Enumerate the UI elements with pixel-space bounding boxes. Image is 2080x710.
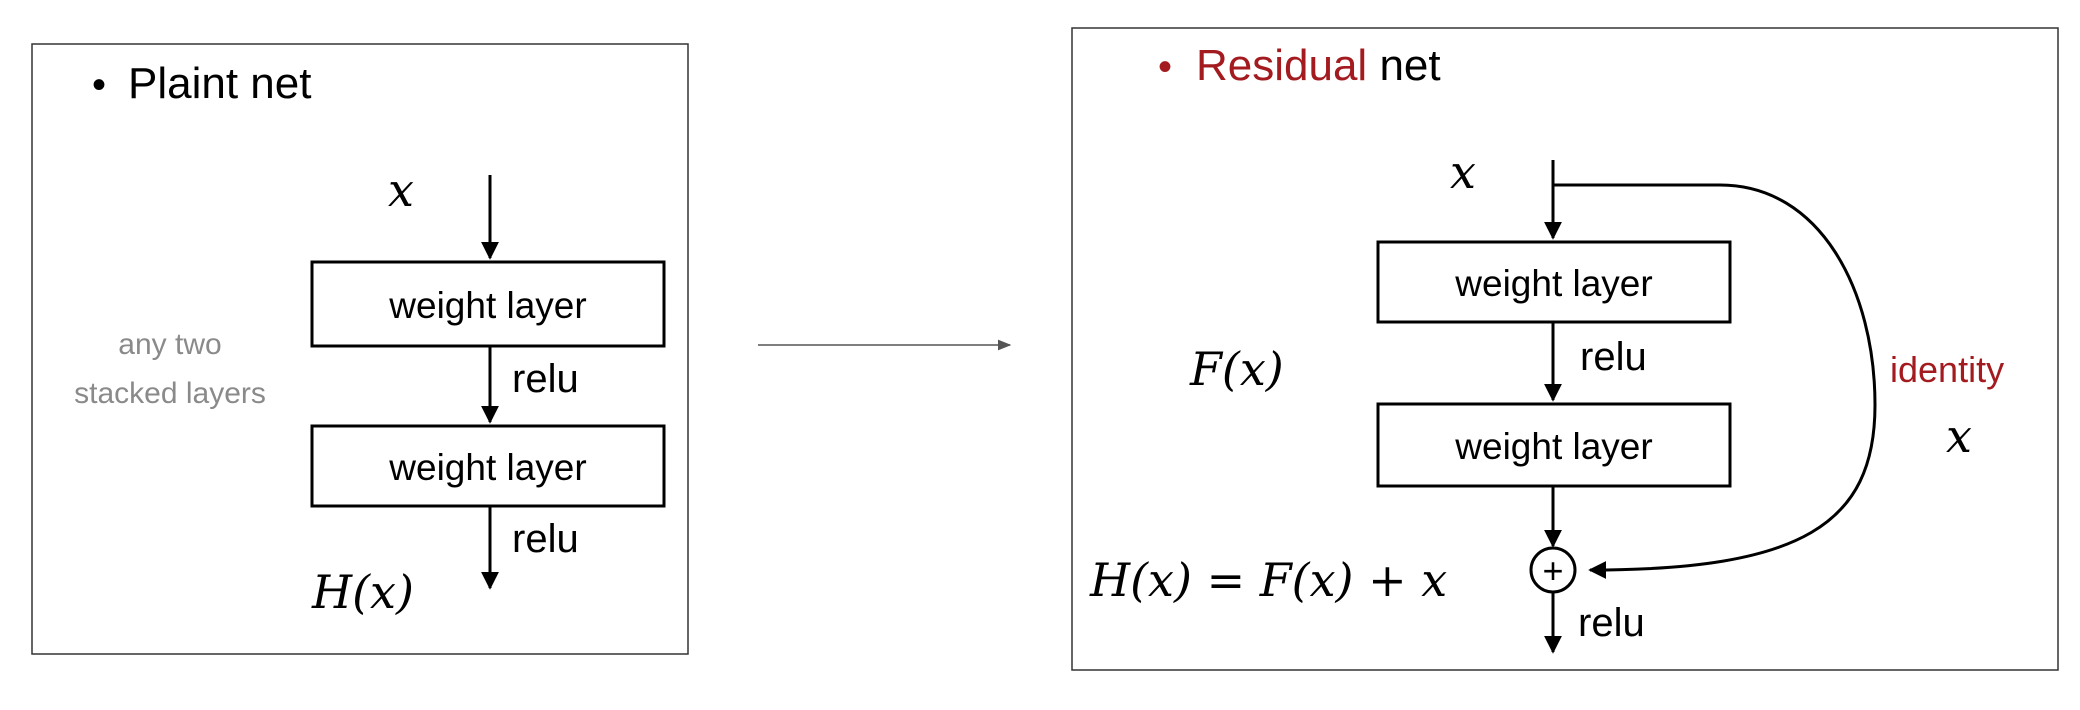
plain-side-note-line-1: any two <box>118 328 221 361</box>
residual-net-title-rest: net <box>1367 41 1440 90</box>
plain-net-title: Plaint net <box>128 59 311 108</box>
plain-weight-layer-1-label: weight layer <box>388 285 586 326</box>
residual-net-bullet: • <box>1158 45 1172 89</box>
residual-f-label: F(x) <box>1189 342 1284 396</box>
residual-net-panel: • Residual net x weight layer relu weigh… <box>1071 27 2059 671</box>
plain-relu-2: relu <box>512 517 579 561</box>
residual-weight-layer-1-label: weight layer <box>1454 263 1652 304</box>
residual-input-label: x <box>1450 145 1476 199</box>
residual-net-title: Residual net <box>1196 41 1441 90</box>
residual-relu-out: relu <box>1578 601 1645 645</box>
residual-net-frame <box>1071 27 2059 671</box>
residual-relu-1: relu <box>1580 335 1647 379</box>
identity-label: identity <box>1890 349 2004 390</box>
plain-relu-1: relu <box>512 357 579 401</box>
plain-weight-layer-2-label: weight layer <box>388 447 586 488</box>
residual-weight-layer-1 <box>1376 240 1732 324</box>
plain-side-note-line-2: stacked layers <box>74 377 266 410</box>
plain-net-panel: • Plaint net x weight layer relu weight … <box>31 43 689 655</box>
plain-net-bullet: • <box>92 63 106 107</box>
identity-skip-connection <box>1553 183 1877 579</box>
residual-weight-layer-2 <box>1376 402 1732 488</box>
plain-output-label: H(x) <box>311 565 414 619</box>
plain-net-frame <box>31 43 689 655</box>
plain-weight-layer-2 <box>310 424 666 508</box>
plus-symbol: + <box>1542 550 1563 591</box>
sum-equation: H(x) = F(x) + x <box>1089 553 1447 607</box>
residual-weight-layer-2-label: weight layer <box>1454 426 1652 467</box>
identity-x-label: x <box>1946 409 1972 463</box>
plain-input-label: x <box>388 163 414 217</box>
residual-net-title-highlight: Residual <box>1196 41 1367 90</box>
plain-weight-layer-1 <box>310 260 666 348</box>
